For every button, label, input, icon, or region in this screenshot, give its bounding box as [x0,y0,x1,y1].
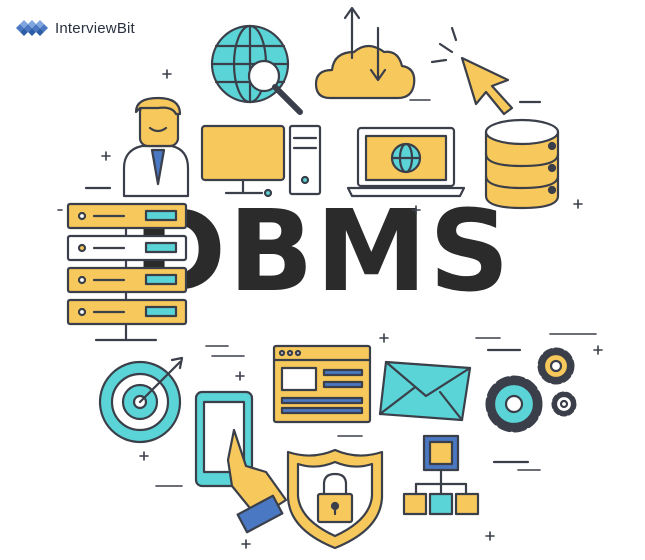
target-icon [98,356,184,444]
hierarchy-icon [402,434,530,516]
envelope-icon [378,348,522,422]
gears-icon [485,347,577,433]
globe-search-icon [210,24,303,115]
smartphone-tap-icon [194,390,288,534]
interviewbit-logo [16,20,48,36]
desktop-computer-icon [200,124,322,198]
web-page-icon [272,344,372,424]
shield-lock-icon [286,448,384,550]
cursor-icon [430,26,542,116]
businessman-icon [84,96,190,198]
laptop-globe-icon [346,126,466,198]
cloud-sync-icon [314,6,416,100]
page-title: DBMS [133,187,512,317]
decorations [57,69,603,549]
server-rack-icon [66,202,188,342]
database-icon [484,118,560,210]
brand: InterviewBit [14,18,135,38]
brand-name: InterviewBit [55,19,135,37]
